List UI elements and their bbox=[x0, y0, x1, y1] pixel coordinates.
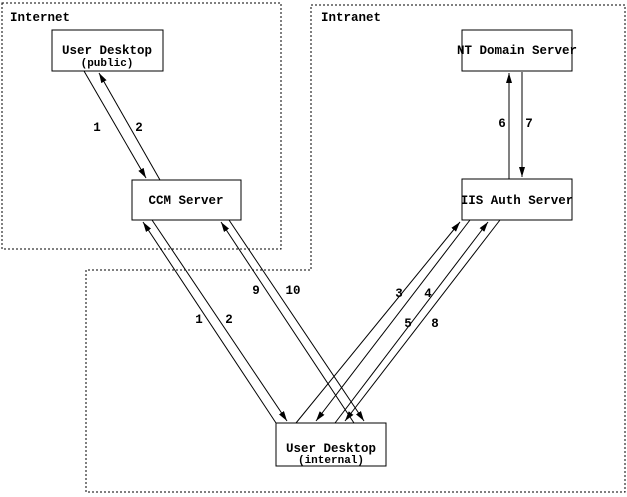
node-user-desktop-internal: User Desktop (internal) bbox=[275, 422, 387, 467]
edge-label-8: 8 bbox=[431, 317, 439, 331]
user-desktop-internal-title: User Desktop bbox=[286, 442, 376, 456]
edge-label-2-top: 2 bbox=[135, 121, 143, 135]
edge-label-1-top: 1 bbox=[93, 121, 101, 135]
edge-10-ccm-to-udinternal bbox=[228, 219, 365, 422]
intranet-zone-border bbox=[85, 4, 626, 493]
edge-label-5: 5 bbox=[404, 317, 412, 331]
intranet-zone-label: Intranet bbox=[321, 11, 381, 25]
node-iis-auth-server: IIS Auth Server bbox=[461, 178, 574, 221]
edge-4-iis-to-udinternal bbox=[315, 219, 471, 422]
edge-label-7: 7 bbox=[525, 117, 533, 131]
edge-label-2-bottom: 2 bbox=[225, 313, 233, 327]
edge-label-3: 3 bbox=[395, 287, 403, 301]
ccm-server-title: CCM Server bbox=[148, 194, 223, 208]
edge-label-6: 6 bbox=[498, 117, 506, 131]
internet-zone-border bbox=[1, 2, 282, 250]
edge-2-ccm-to-udinternal bbox=[151, 219, 288, 422]
node-user-desktop-public: User Desktop (public) bbox=[51, 29, 164, 72]
nt-domain-server-title: NT Domain Server bbox=[457, 44, 577, 58]
node-ccm-server: CCM Server bbox=[131, 179, 242, 221]
user-desktop-public-subtitle: (public) bbox=[81, 58, 134, 70]
user-desktop-internal-subtitle: (internal) bbox=[298, 455, 364, 467]
internet-zone-label: Internet bbox=[10, 11, 70, 25]
edge-1-udinternal-to-ccm bbox=[142, 221, 277, 424]
node-nt-domain-server: NT Domain Server bbox=[457, 29, 577, 72]
edge-label-9: 9 bbox=[252, 284, 260, 298]
edge-label-1-bottom: 1 bbox=[195, 313, 203, 327]
edge-1-udpublic-to-ccm bbox=[83, 70, 147, 179]
edge-3-udinternal-to-iis bbox=[295, 221, 461, 424]
edge-8-iis-to-udinternal bbox=[344, 219, 501, 422]
edge-2-ccm-to-udpublic bbox=[98, 72, 161, 181]
nt-domain-server-box bbox=[461, 29, 573, 72]
edge-label-4: 4 bbox=[424, 287, 432, 301]
ccm-server-box bbox=[131, 179, 242, 221]
iis-auth-server-box bbox=[461, 178, 573, 221]
iis-auth-server-title: IIS Auth Server bbox=[461, 194, 574, 208]
edge-label-10: 10 bbox=[285, 284, 300, 298]
edge-5-udinternal-to-iis bbox=[334, 221, 489, 424]
user-desktop-public-box bbox=[51, 29, 164, 72]
user-desktop-public-title: User Desktop bbox=[62, 44, 152, 58]
edge-9-udinternal-to-ccm bbox=[220, 221, 355, 424]
user-desktop-internal-box bbox=[275, 422, 387, 467]
